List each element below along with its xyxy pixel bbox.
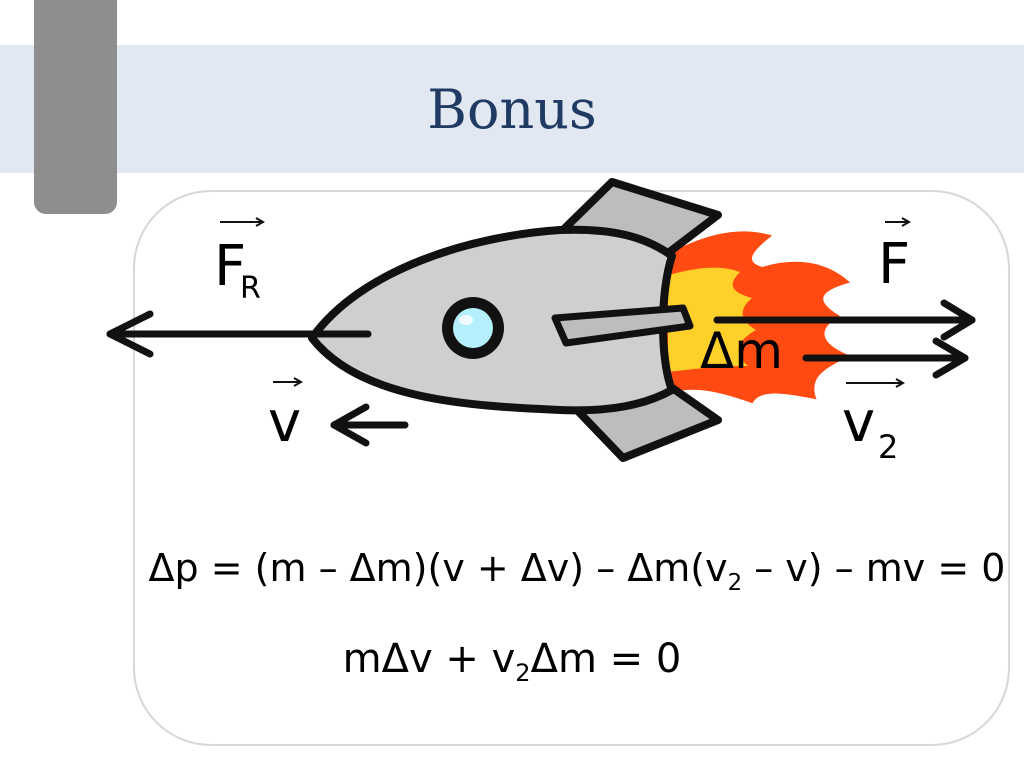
resistive-force-label: F R (214, 217, 266, 306)
side-tab-decoration (34, 0, 117, 214)
svg-text:F: F (214, 234, 246, 299)
svg-text:v: v (842, 390, 875, 455)
velocity-arrow (330, 403, 409, 447)
ejected-mass-label: Δm (700, 322, 783, 380)
svg-text:v: v (268, 390, 301, 455)
svg-text:2: 2 (878, 428, 898, 466)
svg-text:R: R (240, 271, 261, 306)
side-handle (551, 304, 694, 347)
resistive-force-arrow (106, 310, 372, 358)
thrust-force-arrow (713, 299, 976, 341)
momentum-equation: Δp = (m – Δm)(v + Δv) – Δm(v2 – v) – mv … (148, 546, 1006, 596)
title-band (0, 45, 1024, 173)
exhaust-velocity-label: v 2 (842, 378, 906, 466)
slide-title: Bonus (427, 78, 597, 141)
rocket-equation: mΔv + v2Δm = 0 (342, 636, 682, 688)
rocket-window (453, 308, 493, 348)
svg-text:F: F (878, 232, 910, 297)
thrust-force-label: F (878, 217, 912, 297)
exhaust-arrow (802, 337, 969, 379)
velocity-label: v (268, 377, 304, 455)
